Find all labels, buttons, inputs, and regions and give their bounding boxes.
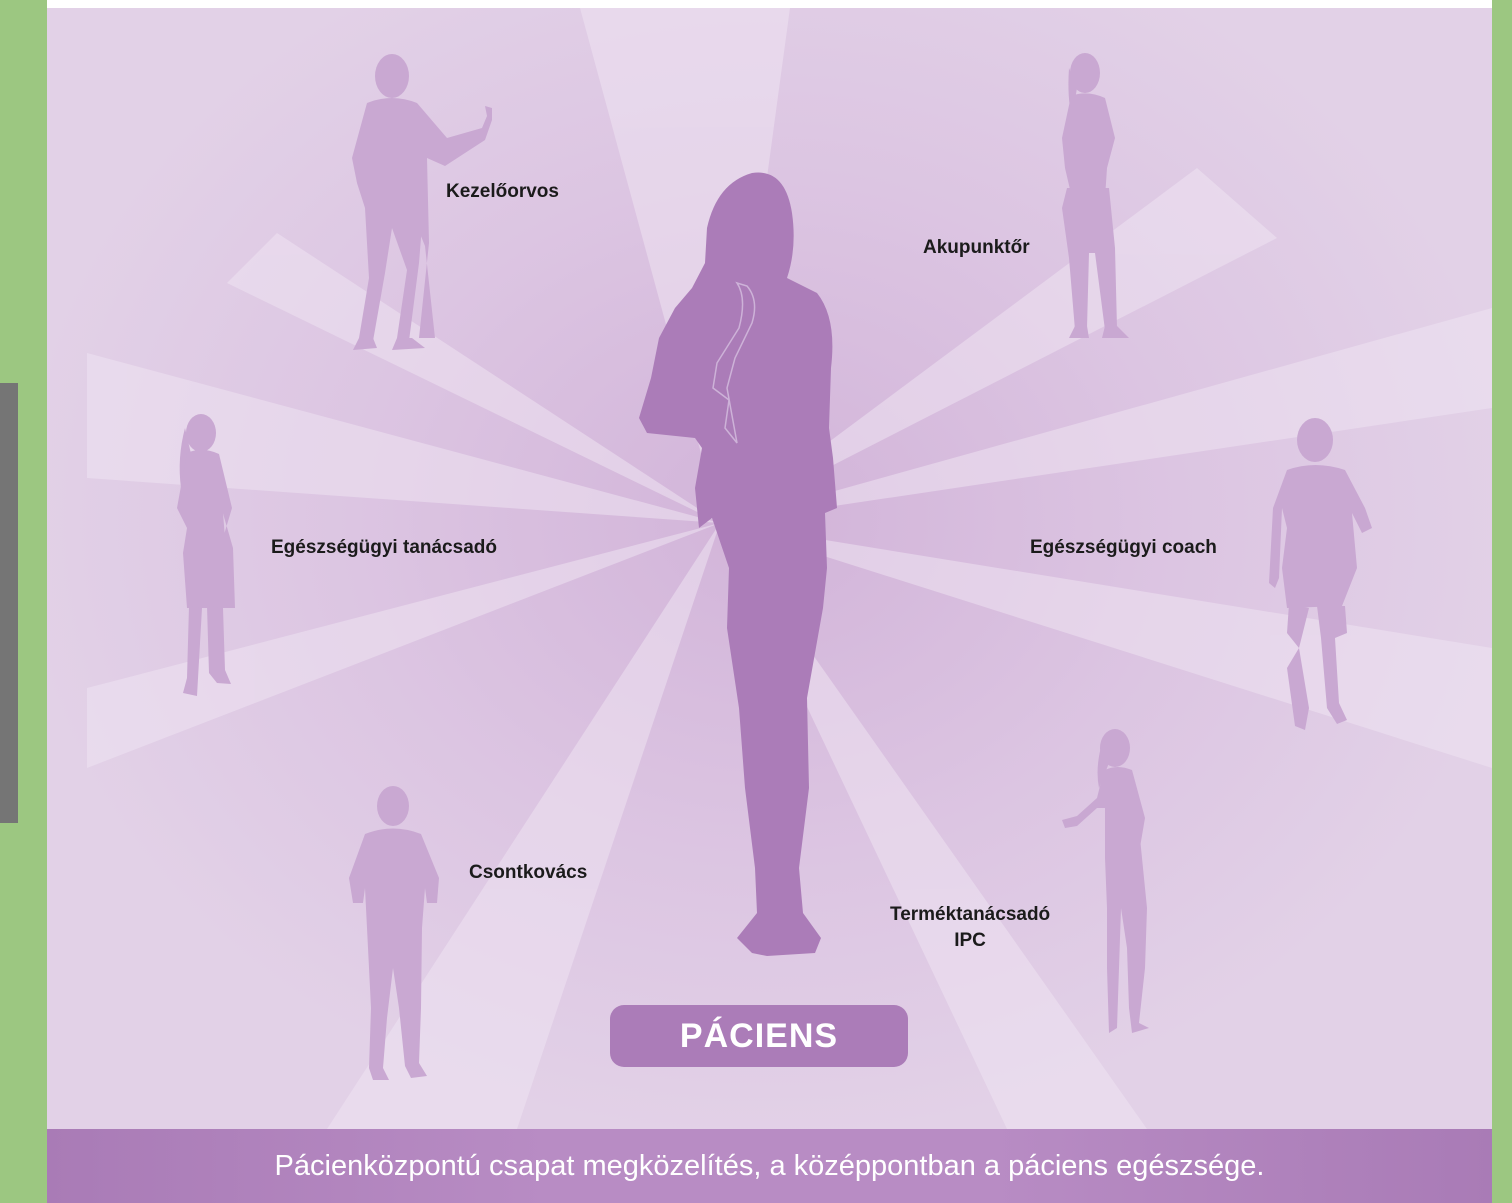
health-advisor-silhouette bbox=[177, 414, 235, 696]
diagram-panel: Kezelőorvos Akupunktőr Egészségügyi taná… bbox=[47, 8, 1492, 1203]
patient-hand-outline bbox=[712, 281, 756, 444]
label-treating-physician: Kezelőorvos bbox=[446, 181, 559, 202]
diagram-artwork bbox=[87, 8, 1492, 1129]
footer-banner: Pácienközpontú csapat megközelítés, a kö… bbox=[47, 1129, 1492, 1203]
label-product-advisor-line2: IPC bbox=[954, 930, 986, 951]
label-chiropractor: Csontkovács bbox=[469, 862, 588, 883]
label-product-advisor-line1: Terméktanácsadó bbox=[890, 904, 1051, 925]
patient-pill: PÁCIENS bbox=[610, 1005, 908, 1067]
label-health-coach: Egészségügyi coach bbox=[1030, 537, 1217, 558]
product-advisor-silhouette bbox=[1062, 729, 1149, 1033]
label-health-advisor: Egészségügyi tanácsadó bbox=[271, 537, 497, 558]
chiropractor-silhouette bbox=[349, 786, 439, 1080]
patient-pill-label: PÁCIENS bbox=[679, 1016, 839, 1055]
light-rays bbox=[87, 8, 1492, 1129]
footer-caption: Pácienközpontú csapat megközelítés, a kö… bbox=[274, 1149, 1265, 1182]
left-gray-block bbox=[0, 383, 18, 823]
patient-silhouette bbox=[639, 172, 837, 956]
right-frame-bar bbox=[1492, 0, 1512, 1203]
physician-silhouette bbox=[352, 54, 492, 350]
health-coach-silhouette bbox=[1269, 418, 1372, 730]
label-acupuncturist: Akupunktőr bbox=[923, 237, 1030, 258]
label-product-advisor: Terméktanácsadó IPC bbox=[890, 902, 1050, 954]
acupuncturist-silhouette bbox=[1062, 53, 1129, 338]
